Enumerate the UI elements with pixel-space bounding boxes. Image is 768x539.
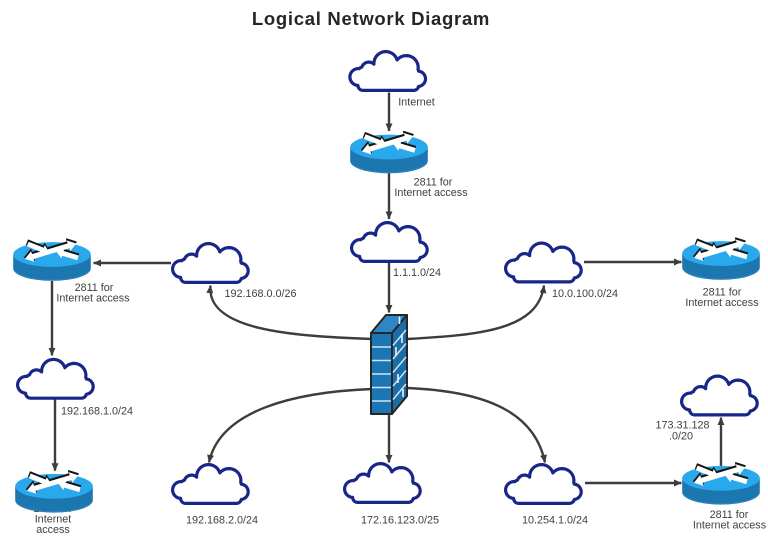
svg-text:Internet access: Internet access [685,297,759,309]
svg-text:Internet access: Internet access [693,520,767,532]
svg-text:2811 for: 2811 for [703,287,742,299]
svg-text:2811 for: 2811 for [414,177,453,189]
svg-text:Internet: Internet [35,514,72,526]
svg-text:173.31.128: 173.31.128 [655,420,709,432]
svg-text:Logical Network Diagram: Logical Network Diagram [252,8,490,29]
svg-text:.0/20: .0/20 [669,431,693,443]
svg-text:2811 for: 2811 for [710,509,749,521]
svg-text:2811 for: 2811 for [75,282,114,294]
svg-text:192.168.1.0/24: 192.168.1.0/24 [61,406,133,418]
svg-text:10.254.1.0/24: 10.254.1.0/24 [522,515,588,527]
svg-text:Internet access: Internet access [56,293,130,305]
svg-text:1.1.1.0/24: 1.1.1.0/24 [393,267,441,279]
svg-text:172.16.123.0/25: 172.16.123.0/25 [361,515,439,527]
svg-text:192.168.2.0/24: 192.168.2.0/24 [186,515,258,527]
svg-text:10.0.100.0/24: 10.0.100.0/24 [552,288,618,300]
svg-text:192.168.0.0/26: 192.168.0.0/26 [224,288,296,300]
svg-text:Internet: Internet [398,97,435,109]
svg-text:Internet access: Internet access [394,187,468,199]
svg-text:access: access [36,524,70,536]
